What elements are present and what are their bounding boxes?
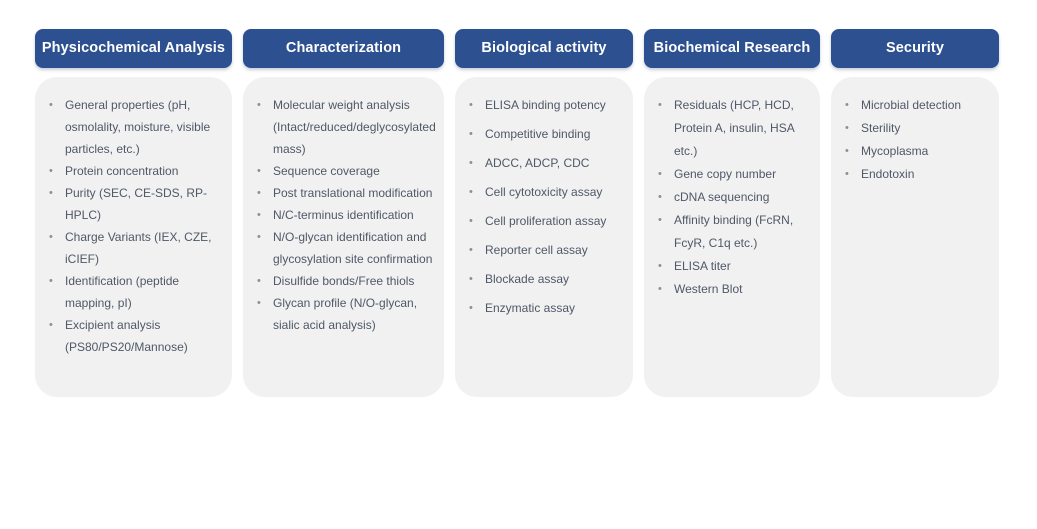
item-list: Residuals (HCP, HCD, Protein A, insulin,… [644, 94, 820, 301]
column-security: Security Microbial detection Sterility M… [831, 29, 999, 397]
list-item: Blockade assay [455, 268, 633, 290]
column-header-characterization: Characterization [243, 29, 444, 68]
list-item: Endotoxin [831, 163, 999, 186]
column-header-biological-activity: Biological activity [455, 29, 633, 68]
column-header-physicochemical-analysis: Physicochemical Analysis [35, 29, 232, 68]
item-list: Microbial detection Sterility Mycoplasma… [831, 94, 999, 186]
list-item: Post translational modification [243, 182, 444, 204]
list-item: Charge Variants (IEX, CZE, iCIEF) [35, 226, 232, 270]
list-item: Protein concentration [35, 160, 232, 182]
column-biological-activity: Biological activity ELISA binding potenc… [455, 29, 633, 397]
list-item: ELISA binding potency [455, 94, 633, 116]
list-item: Excipient analysis (PS80/PS20/Mannose) [35, 314, 232, 358]
list-item: Molecular weight analysis (Intact/reduce… [243, 94, 444, 160]
list-item: N/C-terminus identification [243, 204, 444, 226]
list-item: Microbial detection [831, 94, 999, 117]
list-item: Disulfide bonds/Free thiols [243, 270, 444, 292]
list-item: Cell proliferation assay [455, 210, 633, 232]
column-panel-characterization: Molecular weight analysis (Intact/reduce… [243, 77, 444, 397]
list-item: Glycan profile (N/O-glycan, sialic acid … [243, 292, 444, 336]
item-list: Molecular weight analysis (Intact/reduce… [243, 94, 444, 336]
column-header-security: Security [831, 29, 999, 68]
list-item: Reporter cell assay [455, 239, 633, 261]
column-panel-biochemical-research: Residuals (HCP, HCD, Protein A, insulin,… [644, 77, 820, 397]
list-item: N/O-glycan identification and glycosylat… [243, 226, 444, 270]
list-item: Sterility [831, 117, 999, 140]
list-item: Competitive binding [455, 123, 633, 145]
list-item: ADCC, ADCP, CDC [455, 152, 633, 174]
column-header-biochemical-research: Biochemical Research [644, 29, 820, 68]
list-item: Cell cytotoxicity assay [455, 181, 633, 203]
list-item: ELISA titer [644, 255, 820, 278]
list-item: Mycoplasma [831, 140, 999, 163]
list-item: Purity (SEC, CE-SDS, RP-HPLC) [35, 182, 232, 226]
item-list: ELISA binding potency Competitive bindin… [455, 94, 633, 319]
assay-services-board: Physicochemical Analysis General propert… [35, 29, 999, 397]
list-item: Western Blot [644, 278, 820, 301]
column-characterization: Characterization Molecular weight analys… [243, 29, 444, 397]
list-item: General properties (pH, osmolality, mois… [35, 94, 232, 160]
column-panel-physicochemical-analysis: General properties (pH, osmolality, mois… [35, 77, 232, 397]
list-item: Identification (peptide mapping, pI) [35, 270, 232, 314]
list-item: cDNA sequencing [644, 186, 820, 209]
column-panel-biological-activity: ELISA binding potency Competitive bindin… [455, 77, 633, 397]
list-item: Gene copy number [644, 163, 820, 186]
list-item: Enzymatic assay [455, 297, 633, 319]
column-physicochemical-analysis: Physicochemical Analysis General propert… [35, 29, 232, 397]
list-item: Sequence coverage [243, 160, 444, 182]
column-biochemical-research: Biochemical Research Residuals (HCP, HCD… [644, 29, 820, 397]
item-list: General properties (pH, osmolality, mois… [35, 94, 232, 358]
list-item: Residuals (HCP, HCD, Protein A, insulin,… [644, 94, 820, 163]
list-item: Affinity binding (FcRN, FcyR, C1q etc.) [644, 209, 820, 255]
column-panel-security: Microbial detection Sterility Mycoplasma… [831, 77, 999, 397]
